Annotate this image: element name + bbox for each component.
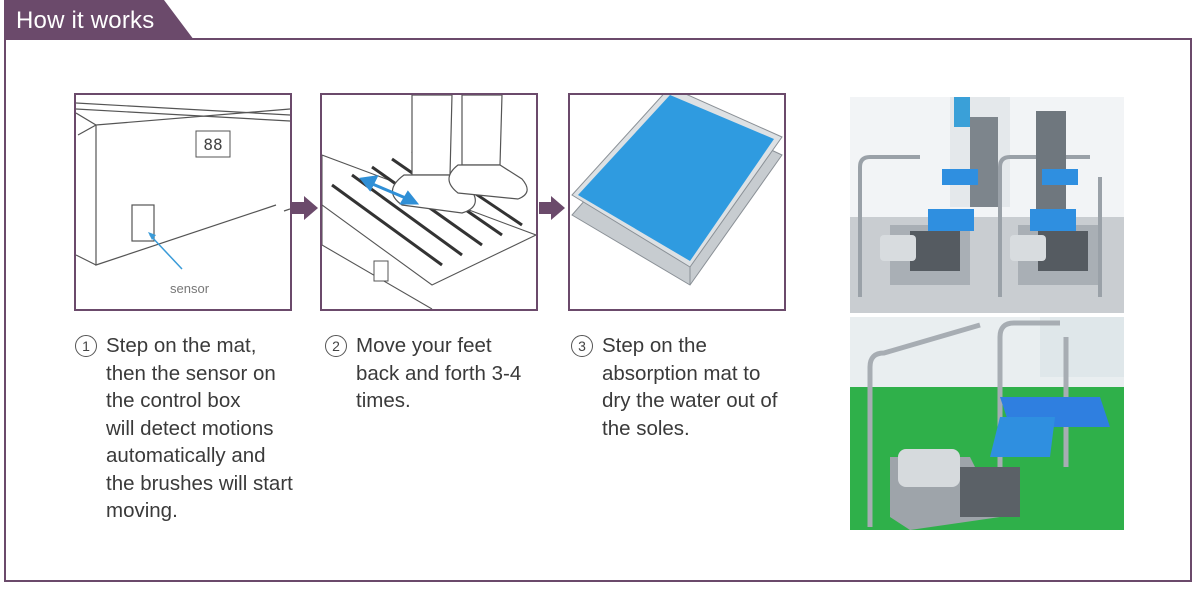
illustration-feet-brushes <box>320 93 538 311</box>
step-description: Move your feet back and forth 3-4 times. <box>356 334 522 412</box>
arrow-right-icon <box>292 196 318 220</box>
circled-number-icon: 2 <box>325 335 347 357</box>
step-description: Step on the mat, then the sensor on the … <box>106 334 293 522</box>
svg-text:88: 88 <box>203 135 222 154</box>
sensor-label: sensor <box>170 281 210 296</box>
circled-number-icon: 3 <box>571 335 593 357</box>
step-2: 2 Move your feet back and forth 3-4 time… <box>325 332 545 415</box>
blue-mat <box>578 95 774 261</box>
header-tab <box>4 0 194 40</box>
step-3: 3 Step on the absorption mat to dry the … <box>571 332 811 442</box>
illustration-control-box: 88 sensor <box>74 93 292 311</box>
illustration-absorption-mat <box>568 93 786 311</box>
sensor-pointer <box>149 234 183 270</box>
step-description: Step on the absorption mat to dry the wa… <box>602 334 778 440</box>
digital-display: 88 <box>195 130 231 158</box>
step-1: 1 Step on the mat, then the sensor on th… <box>75 332 325 525</box>
arrow-right-icon <box>539 196 565 220</box>
photo-installation-turnstile <box>850 97 1124 313</box>
circled-number-icon: 1 <box>75 335 97 357</box>
content-frame <box>4 38 1192 582</box>
photo-installation-green-floor <box>850 317 1124 530</box>
section-title: How it works <box>16 7 155 34</box>
